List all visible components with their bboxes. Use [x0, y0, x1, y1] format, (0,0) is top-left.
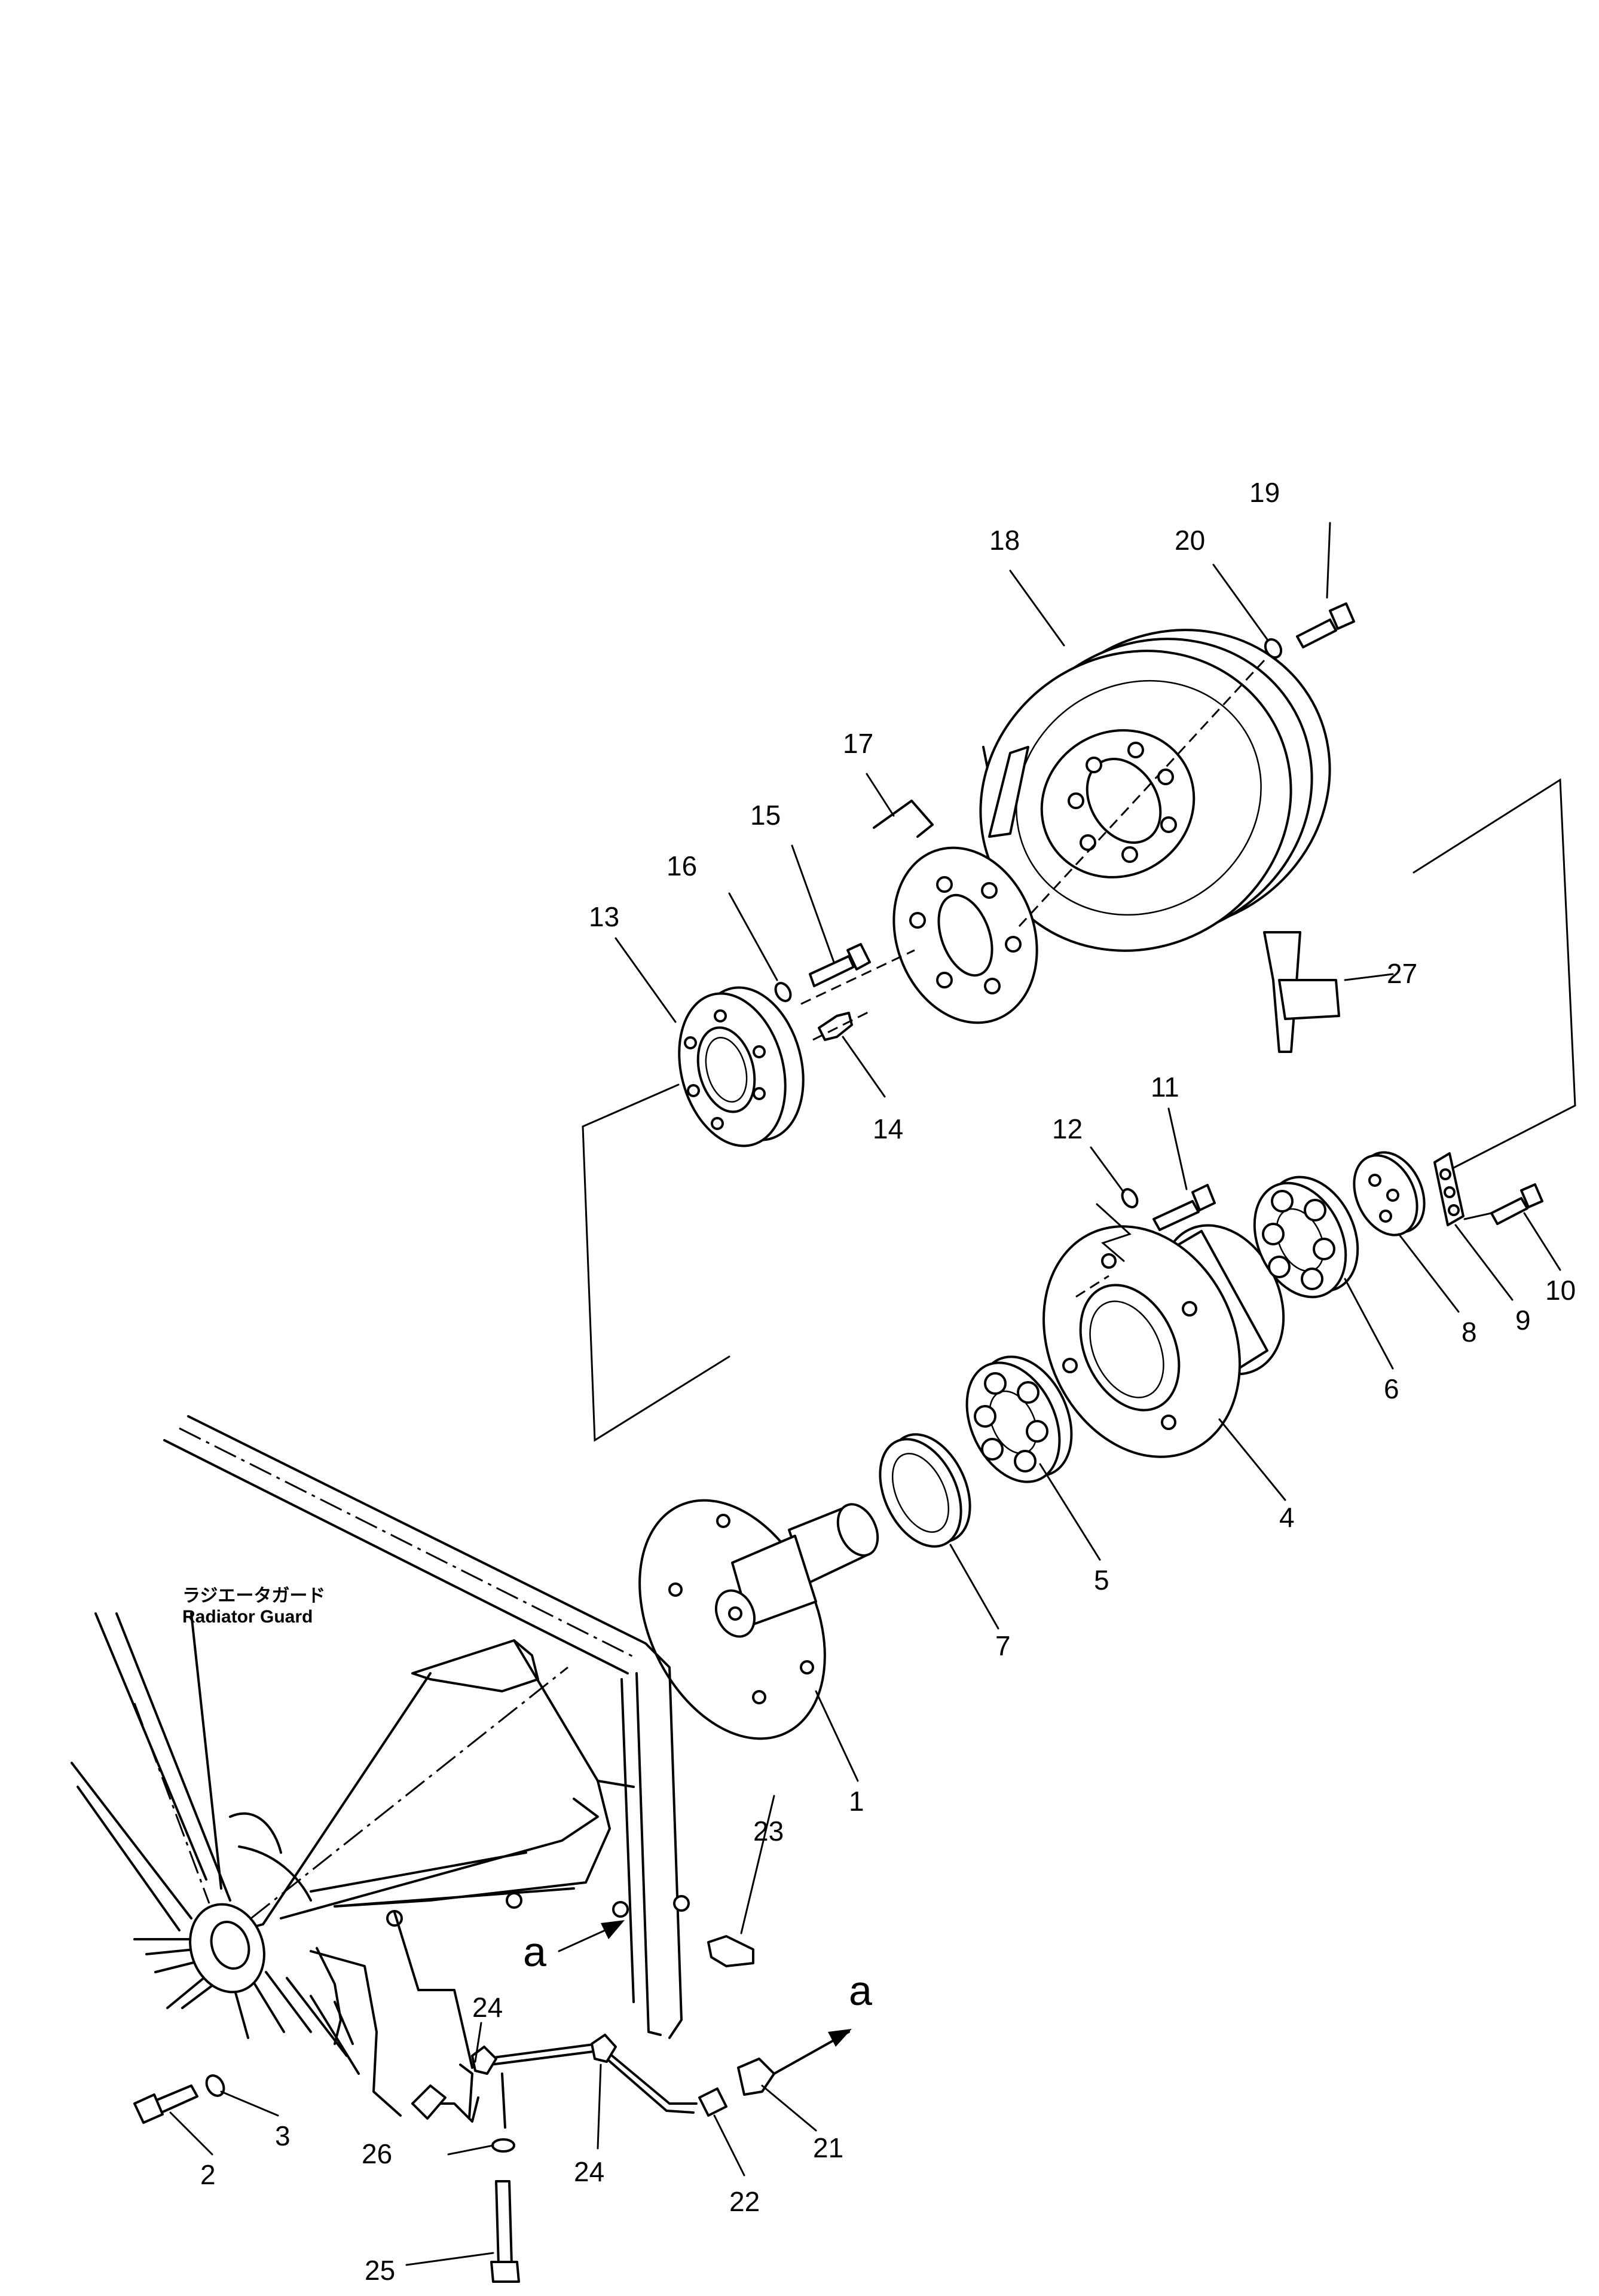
callout-9: 9 [1515, 1305, 1531, 1336]
callout-13: 13 [589, 901, 619, 932]
grease-fitting [818, 1012, 853, 1041]
pulley-bolt [1296, 602, 1355, 648]
callout-3: 3 [275, 2120, 291, 2151]
flange-washer [774, 982, 792, 1002]
lock-bolt [1490, 1183, 1543, 1225]
hose-clip [471, 2034, 617, 2075]
callout-12: 12 [1052, 1113, 1083, 1144]
pulley-flange [678, 986, 805, 1147]
callout-8: 8 [1462, 1317, 1477, 1348]
housing-bolt [1152, 1184, 1216, 1231]
callout-6: 6 [1384, 1373, 1399, 1404]
clip-washer [491, 2138, 515, 2153]
callout-1: 1 [849, 1786, 864, 1817]
radiator-guard-label-jp: ラジエータガード [182, 1586, 325, 1606]
callout-21: 21 [813, 2132, 843, 2163]
reference-mark-out: a [849, 1967, 872, 2014]
callout-20: 20 [1175, 525, 1205, 556]
elbow-fitting [698, 2087, 727, 2117]
callout-5: 5 [1094, 1565, 1109, 1596]
connector [737, 2031, 850, 2096]
ball-bearing-front [965, 1355, 1073, 1483]
fan-blades [71, 1612, 360, 2075]
flange-bolt [809, 943, 871, 987]
callout-18: 18 [989, 525, 1020, 556]
callout-16: 16 [666, 850, 697, 881]
fan-hub-shaft [638, 1499, 879, 1740]
callout-24a: 24 [472, 1992, 503, 2023]
belt-guard [1263, 931, 1340, 1053]
callout-11: 11 [1151, 1072, 1179, 1103]
callout-2: 2 [200, 2159, 216, 2190]
assembly-lines [582, 659, 1576, 1442]
callout-19: 19 [1249, 477, 1280, 508]
callout-4: 4 [1279, 1502, 1295, 1533]
callout-17: 17 [843, 728, 873, 759]
mount-bolt [411, 2084, 447, 2120]
guard-bolt [133, 2084, 198, 2124]
callout-10: 10 [1545, 1275, 1576, 1306]
callout-22: 22 [729, 2186, 760, 2217]
radiator-guard [163, 1415, 690, 2039]
spacer-plate [873, 800, 1038, 1024]
callout-24b: 24 [574, 2156, 604, 2187]
callout-15: 15 [750, 800, 781, 831]
callout-26: 26 [362, 2138, 392, 2169]
callout-23: 23 [753, 1816, 784, 1847]
callout-14: 14 [873, 1113, 903, 1144]
leader-lines [169, 522, 1561, 2266]
lock-plate [1433, 1152, 1465, 1226]
grease-nipple [707, 1935, 754, 1967]
seal-ring [879, 1433, 971, 1548]
clip-bolt [490, 2180, 520, 2283]
callout-27: 27 [1387, 958, 1417, 989]
fan-pulley [979, 629, 1331, 952]
reference-arrow-out [828, 2029, 852, 2047]
reference-mark-in: a [523, 1928, 546, 1975]
callout-7: 7 [995, 1630, 1011, 1661]
radiator-guard-label-en: Radiator Guard [182, 1607, 313, 1627]
grease-line [310, 1911, 698, 2129]
pulley-washer [1264, 638, 1283, 659]
retainer-plate [1353, 1151, 1426, 1236]
callout-25: 25 [365, 2255, 395, 2286]
housing-washer [1121, 1188, 1139, 1208]
ball-bearing-rear [1253, 1175, 1359, 1299]
bearing-housing [1042, 1224, 1285, 1458]
reference-arrow-in [558, 1920, 625, 1952]
guard-washer [205, 2074, 225, 2097]
